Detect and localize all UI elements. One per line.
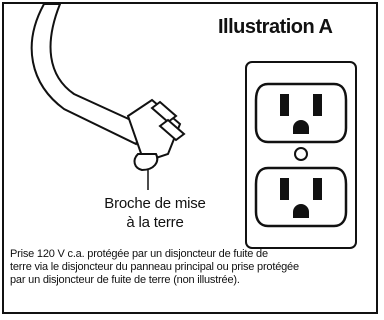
lower-outlet-ground-hole [293,204,309,218]
lower-outlet-slot-left [280,178,289,200]
caption-line3: par un disjoncteur de fuite de terre (no… [10,274,240,286]
illustration-frame: Illustration A Broche de mise à la terre… [2,2,378,314]
upper-outlet [254,82,348,144]
caption-line2: terre via le disjoncteur du panneau prin… [10,261,299,273]
caption-line1: Prise 120 V c.a. protégée par un disjonc… [10,248,268,260]
ground-pin [133,153,159,172]
illustration-title: Illustration A [218,16,333,38]
illustration-caption: Prise 120 V c.a. protégée par un disjonc… [10,248,370,287]
lower-outlet [254,166,348,228]
ground-pin-label-line1: Broche de mise [104,195,206,212]
upper-outlet-ground-hole [293,120,309,134]
faceplate-screw [294,147,308,161]
lower-outlet-slot-right [313,178,322,200]
power-cord [30,4,146,146]
plug-prong-left [150,100,178,124]
ground-pin-label-line2: à la terre [126,214,184,231]
illustration-artwork [30,4,357,249]
ground-pin-label: Broche de mise à la terre [70,194,240,232]
upper-outlet-slot-right [313,94,322,116]
plug-prong-right [158,118,186,142]
upper-outlet-slot-left [280,94,289,116]
